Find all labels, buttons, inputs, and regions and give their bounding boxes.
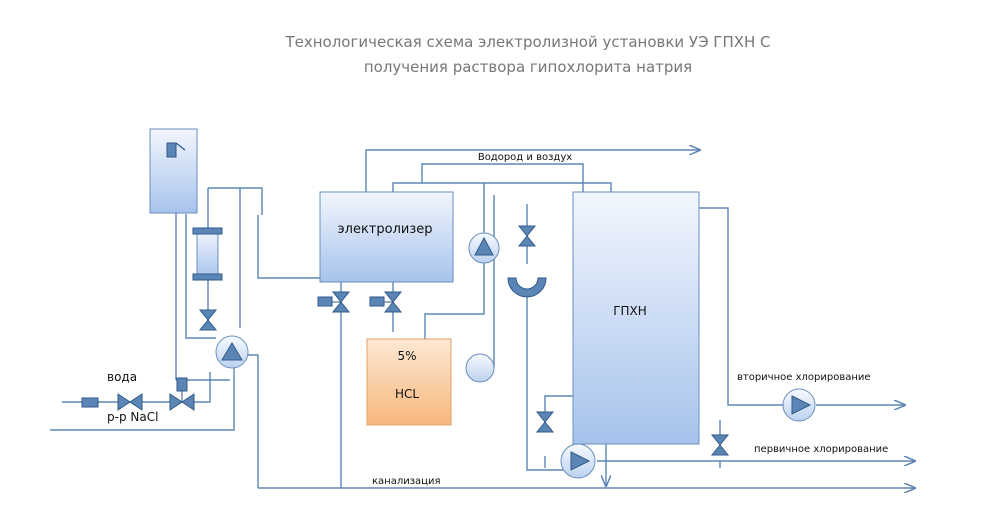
pump-icon — [465, 353, 495, 383]
valve-icon — [710, 434, 730, 456]
valve-icon — [369, 291, 403, 313]
water-label: вода — [107, 370, 137, 384]
brine-tank — [149, 128, 198, 214]
valve-icon — [81, 397, 99, 408]
level-sensor-icon — [166, 142, 186, 158]
electrolyzer-label: электролизер — [338, 222, 433, 237]
hcl-tank — [366, 338, 452, 426]
funnel-icon — [507, 277, 547, 298]
valve-icon — [169, 377, 195, 411]
valve-icon — [198, 309, 218, 331]
primary-chlorination-label: первичное хлорирование — [754, 444, 888, 455]
valve-icon — [535, 411, 555, 433]
gphn-label: ГПХН — [613, 304, 647, 318]
valve-icon — [517, 225, 537, 247]
pump-icon — [468, 232, 500, 264]
secondary-chlorination-label: вторичное хлорирование — [737, 372, 871, 383]
pump-icon — [782, 388, 816, 422]
brine-label: р-р NaCl — [107, 410, 158, 424]
valve-icon — [317, 291, 351, 313]
flow-meter-icon — [192, 227, 223, 281]
electrolyzer — [319, 191, 454, 283]
hydrogen-outlet-label: Водород и воздух — [478, 152, 572, 163]
sewer-label: канализация — [372, 476, 441, 487]
pump-icon — [560, 443, 596, 479]
pump-icon — [215, 335, 249, 369]
gphn-tank — [572, 191, 700, 445]
hcl-label: HCL — [395, 387, 419, 401]
diagram-title-line-1: Технологическая схема электролизной уста… — [284, 33, 770, 51]
valve-icon — [117, 393, 143, 411]
diagram-title-line-2: получения раствора гипохлорита натрия — [364, 58, 692, 76]
hcl-concentration-label: 5% — [397, 349, 416, 363]
